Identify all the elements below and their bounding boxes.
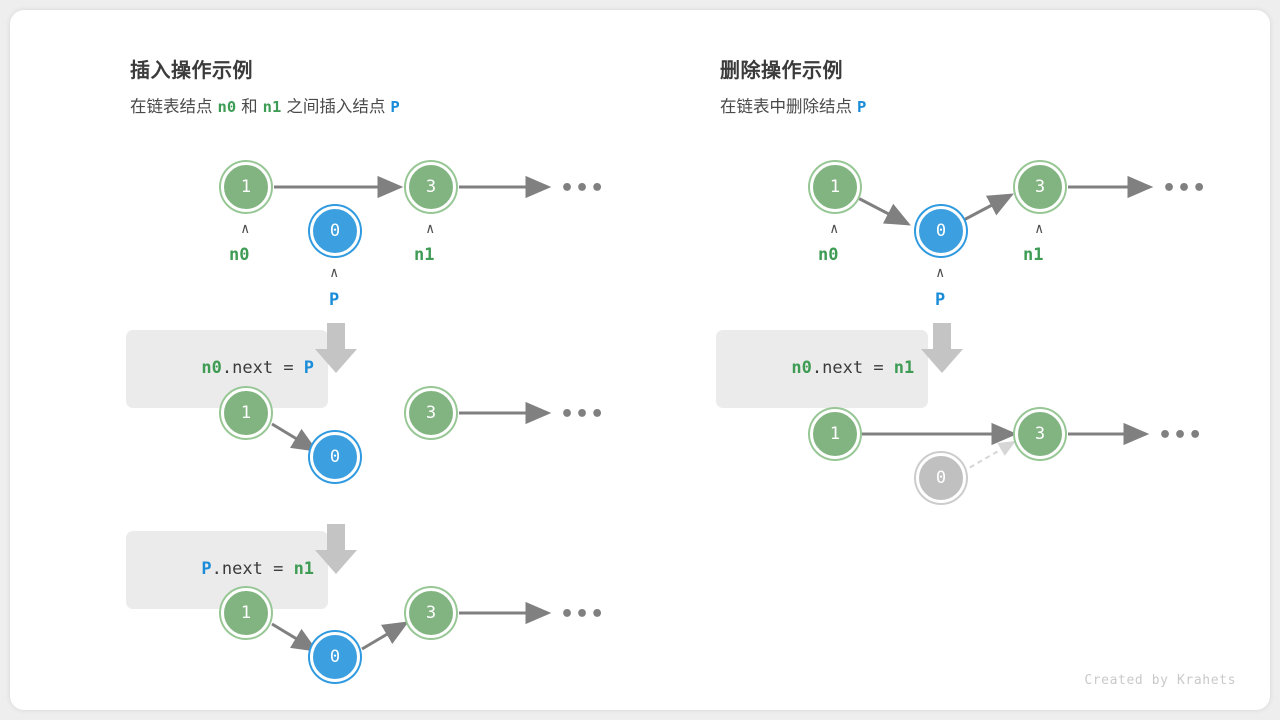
node-value-1: 1: [810, 409, 860, 459]
code-token-assign: .next =: [811, 358, 894, 379]
subtitle-token-p: P: [857, 98, 867, 116]
node-value-3: 3: [406, 388, 456, 438]
subtitle-token-n1: n1: [262, 98, 282, 116]
tail-ellipsis: •••: [560, 602, 606, 627]
caret-icon-n0: ∧: [241, 221, 250, 237]
node-value-0: 0: [310, 432, 360, 482]
insert-step-0-edges: [274, 175, 552, 199]
pointer-label-n0: n0: [818, 245, 839, 265]
code-token-n1: n1: [293, 559, 315, 580]
caret-icon-p: ∧: [330, 265, 339, 281]
insert-step-0-stage: 1 0 3 ••• ∧ n0 ∧ P ∧ n1: [10, 10, 650, 320]
subtitle-text-2: 之间插入结点: [286, 98, 386, 116]
subtitle-token-p: P: [390, 98, 400, 116]
insert-step-1-stage: 1 0 3 •••: [10, 10, 650, 530]
tail-ellipsis: •••: [560, 176, 606, 201]
caret-icon-n1: ∧: [426, 221, 435, 237]
down-arrow-icon-1: [921, 323, 963, 373]
insert-step-2-stage: 1 0 3 •••: [10, 10, 650, 710]
subtitle-text-1: 和: [241, 98, 258, 116]
code-token-n0: n0: [791, 358, 812, 379]
node-value-3: 3: [406, 162, 456, 212]
caret-icon-p: ∧: [936, 265, 945, 281]
pointer-label-n0: n0: [229, 245, 250, 265]
insert-step-1-edges: [271, 401, 552, 452]
credit-text: Created by Krahets: [1084, 673, 1236, 688]
delete-step-1-stage: 1 0 3 •••: [590, 10, 1270, 550]
insert-step-2-edges: [271, 601, 552, 652]
delete-step-0-edges: [857, 175, 1154, 226]
subtitle-text-0: 在链表中删除结点: [720, 98, 852, 116]
delete-step-0-stage: 1 0 3 ••• ∧ n0 ∧ P ∧ n1: [590, 10, 1270, 340]
delete-panel-subtitle: 在链表中删除结点 P: [720, 93, 871, 117]
subtitle-token-n0: n0: [217, 98, 237, 116]
code-token-n1: n1: [893, 358, 915, 379]
caret-icon-n1: ∧: [1035, 221, 1044, 237]
tail-ellipsis: •••: [1162, 176, 1208, 201]
node-value-0-deleted: 0: [916, 453, 966, 503]
pointer-label-p: P: [935, 290, 946, 310]
node-value-3: 3: [406, 588, 456, 638]
node-value-3: 3: [1015, 162, 1065, 212]
down-arrow-icon-1: [315, 323, 357, 373]
node-value-3: 3: [1015, 409, 1065, 459]
node-value-1: 1: [810, 162, 860, 212]
down-arrow-icon-2: [315, 524, 357, 574]
pointer-label-p: P: [329, 290, 340, 310]
code-token-p: P: [201, 559, 212, 580]
subtitle-text-0: 在链表结点: [130, 98, 213, 116]
node-value-1: 1: [221, 588, 271, 638]
code-token-assign: .next =: [221, 358, 304, 379]
code-box-n0-next-eq-n1: n0.next = n1: [716, 330, 929, 408]
caret-icon-n0: ∧: [830, 221, 839, 237]
node-value-1: 1: [221, 162, 271, 212]
node-value-0: 0: [310, 632, 360, 682]
node-value-0: 0: [916, 206, 966, 256]
tail-ellipsis: •••: [1158, 423, 1204, 448]
panel-delete-operation: 删除操作示例 在链表中删除结点 P 1 0 3 ••• ∧ n0 ∧ P ∧ n1…: [590, 10, 1270, 710]
node-value-0: 0: [310, 206, 360, 256]
delete-step-1-edges: [862, 422, 1150, 473]
code-token-assign: .next =: [211, 559, 294, 580]
node-value-1: 1: [221, 388, 271, 438]
tail-ellipsis: •••: [560, 402, 606, 427]
pointer-label-n1: n1: [1023, 245, 1044, 265]
pointer-label-n1: n1: [414, 245, 435, 265]
code-token-n0: n0: [201, 358, 222, 379]
insert-panel-title: 插入操作示例: [130, 60, 253, 82]
delete-panel-title: 删除操作示例: [720, 60, 843, 82]
code-token-p: P: [303, 358, 315, 379]
